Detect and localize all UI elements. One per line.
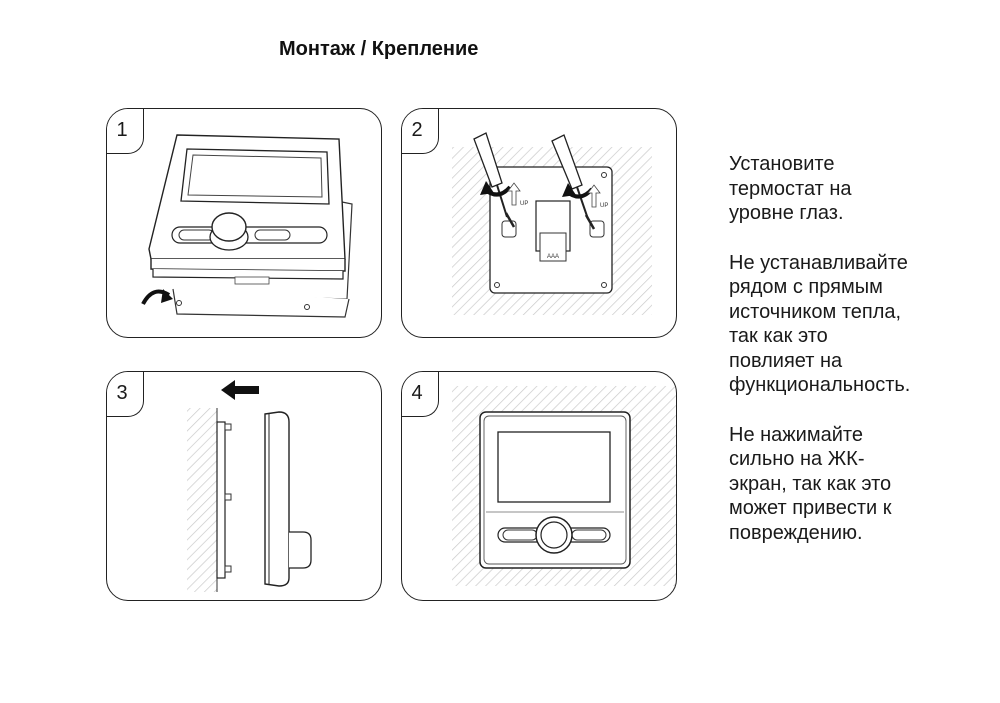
step-1-panel: 1 [106,108,382,338]
base-mark-text: AAA [547,254,559,260]
step-4-panel: 4 [401,371,677,601]
page-title: Монтаж / Крепление [279,38,479,60]
step-4-number: 4 [402,372,439,417]
arrow-left-icon [221,380,259,400]
step-3-panel: 3 [106,371,382,601]
note-eye-level: Установите термостат на уровне глаз. [729,153,852,224]
step-2-illustration: AAA UP UP [452,132,652,315]
note-heat-source: Не устанавливайте рядом с прямым источни… [729,251,911,397]
step-1-number: 1 [107,109,144,154]
note-lcd-pressure: Не нажимайте сильно на ЖК- экран, так ка… [729,423,892,544]
step-3-illustration [187,380,312,592]
up-label-left: UP [520,201,528,207]
step-4-illustration [452,386,676,586]
step-3-number: 3 [107,372,144,417]
screwdriver-right-icon [551,134,594,220]
instructions-text: Установите термостат на уровне глаз. Не … [729,152,969,570]
up-label-right: UP [600,203,608,209]
step-1-illustration [141,134,353,318]
step-2-panel: 2 AAA UP UP [401,108,677,338]
step-2-number: 2 [402,109,439,154]
screwdriver-left-icon [473,132,512,218]
